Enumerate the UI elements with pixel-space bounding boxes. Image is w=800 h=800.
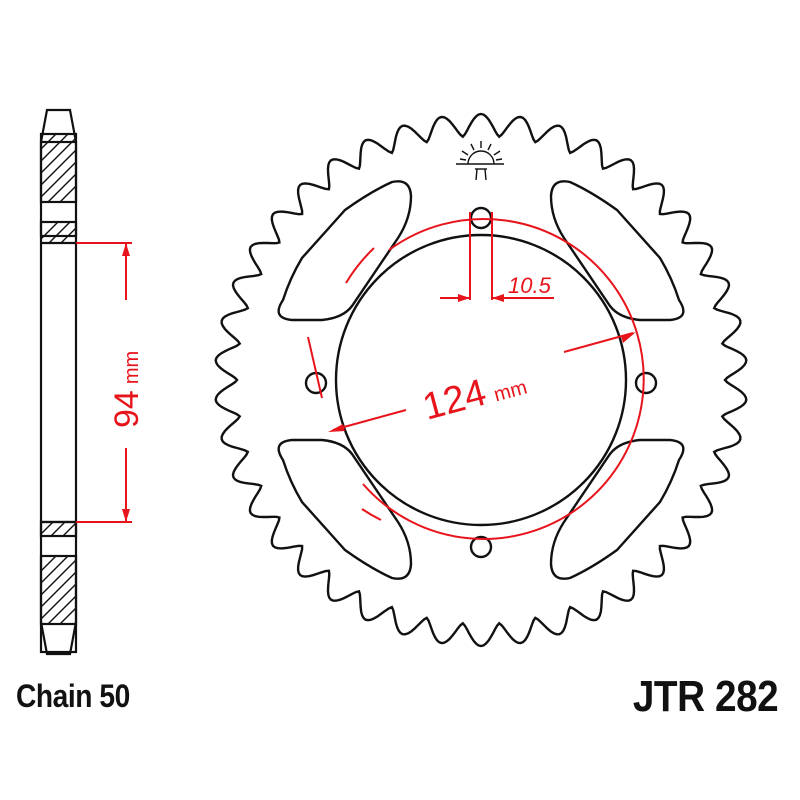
bolt-hole-bottom [469, 535, 493, 559]
chain-size-label: Chain 50 [16, 678, 130, 714]
bolt-hole-label: 10.5 [508, 273, 552, 298]
cutout-top-left [277, 180, 413, 322]
hub-width-dimension [76, 242, 132, 523]
pcd-witness-line [307, 336, 323, 399]
cutout-top-right [549, 180, 685, 322]
sprocket-outline [214, 112, 748, 648]
pcd-label: 124mm [418, 361, 530, 429]
part-number-label: JTR 282 [632, 672, 779, 721]
center-bore [334, 233, 628, 527]
rising-sun-logo-icon [456, 141, 504, 181]
hatching [41, 134, 76, 624]
pcd-dimension [307, 217, 645, 540]
bolt-hole-right [634, 371, 658, 395]
bolt-hole-dimension [440, 212, 554, 302]
hub-width-label: 94mm [108, 351, 146, 428]
sprocket-teeth [214, 112, 748, 648]
cutout-bottom-left [277, 438, 413, 580]
cutout-bottom-right [549, 438, 685, 580]
